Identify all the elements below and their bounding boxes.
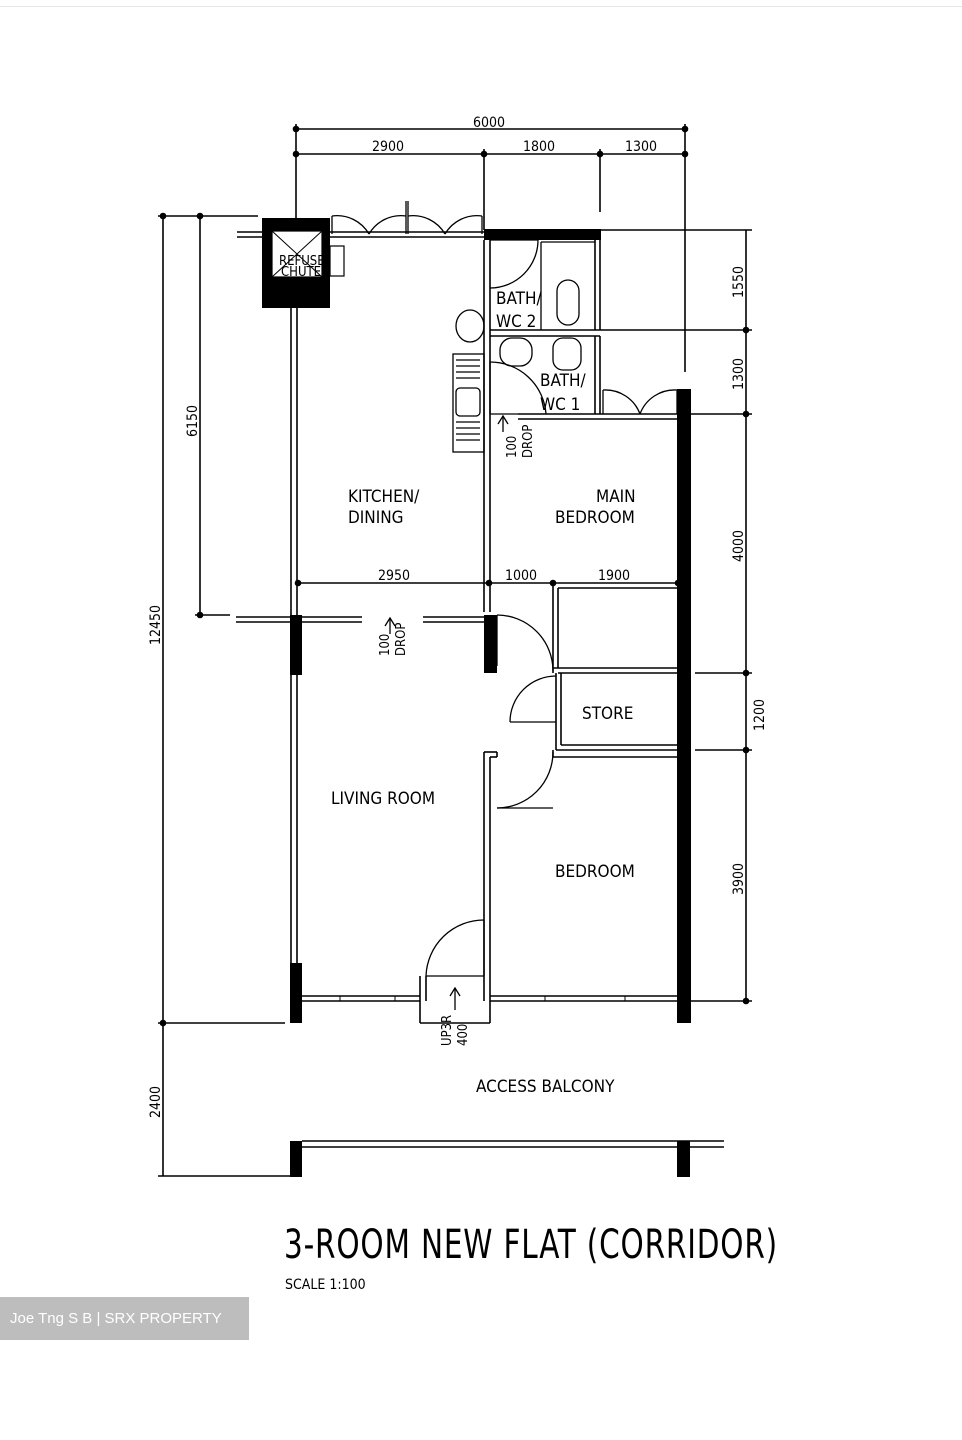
dimension-labels: 6000 2900 1800 1300 2950 1000 1900 12450… (148, 115, 768, 1118)
main-bedroom-label-2: BEDROOM (555, 508, 635, 528)
dim-top-seg-3: 1300 (625, 139, 657, 155)
dimension-lines (158, 124, 752, 1177)
dim-left-balcony: 2400 (148, 1086, 164, 1118)
dim-left-upper: 6150 (185, 405, 201, 437)
walls (236, 218, 724, 1177)
dim-top-seg-2: 1800 (523, 139, 555, 155)
store-label: STORE (582, 704, 633, 724)
entrance-step-value: 400 (456, 1024, 471, 1046)
bath-wc-1-label-1: BATH/ (540, 371, 586, 391)
plan-title: 3-ROOM NEW FLAT (CORRIDOR) (284, 1222, 778, 1268)
living-drop-word: DROP (394, 623, 409, 656)
main-bedroom-label-1: MAIN (596, 487, 636, 507)
plan-scale: SCALE 1:100 (285, 1277, 366, 1293)
bedroom-label: BEDROOM (555, 862, 635, 882)
dim-mid-seg-1: 2950 (378, 568, 410, 584)
dim-top-total: 6000 (473, 115, 505, 131)
doors-and-windows (331, 201, 678, 1010)
living-drop-value: 100 (378, 634, 393, 656)
bath-wc-2-label-2: WC 2 (496, 312, 536, 332)
top-border-line (0, 6, 962, 7)
bath-wc-2-label-1: BATH/ (496, 289, 542, 309)
dim-mid-seg-2: 1000 (505, 568, 537, 584)
room-labels: REFUSE CHUTE BATH/ WC 2 BATH/ WC 1 KITCH… (279, 254, 636, 1097)
kitchen-drop-value: 100 (505, 436, 520, 458)
dim-top-seg-1: 2900 (372, 139, 404, 155)
refuse-chute-label-2: CHUTE (281, 265, 321, 280)
dim-right-seg-3: 4000 (731, 530, 747, 562)
dim-mid-seg-3: 1900 (598, 568, 630, 584)
kitchen-drop-word: DROP (521, 425, 536, 458)
bath-wc-1-label-2: WC 1 (540, 395, 580, 415)
refuse-chute-label-1: REFUSE (279, 254, 325, 269)
dim-left-total: 12450 (148, 605, 164, 645)
dim-right-seg-1: 1550 (731, 266, 747, 298)
entrance-step-label: UP3R (440, 1015, 455, 1046)
kitchen-dining-label-1: KITCHEN/ (348, 487, 420, 507)
watermark-badge: Joe Tng S B | SRX PROPERTY (0, 1297, 249, 1340)
dim-right-seg-2: 1300 (731, 358, 747, 390)
access-balcony-label: ACCESS BALCONY (476, 1077, 615, 1097)
kitchen-dining-label-2: DINING (348, 508, 404, 528)
living-room-label: LIVING ROOM (331, 789, 435, 809)
dim-right-seg-4: 1200 (752, 699, 768, 731)
drop-labels: 100 DROP 100 DROP UP3R 400 (378, 425, 536, 1046)
dim-right-seg-5: 3900 (731, 863, 747, 895)
